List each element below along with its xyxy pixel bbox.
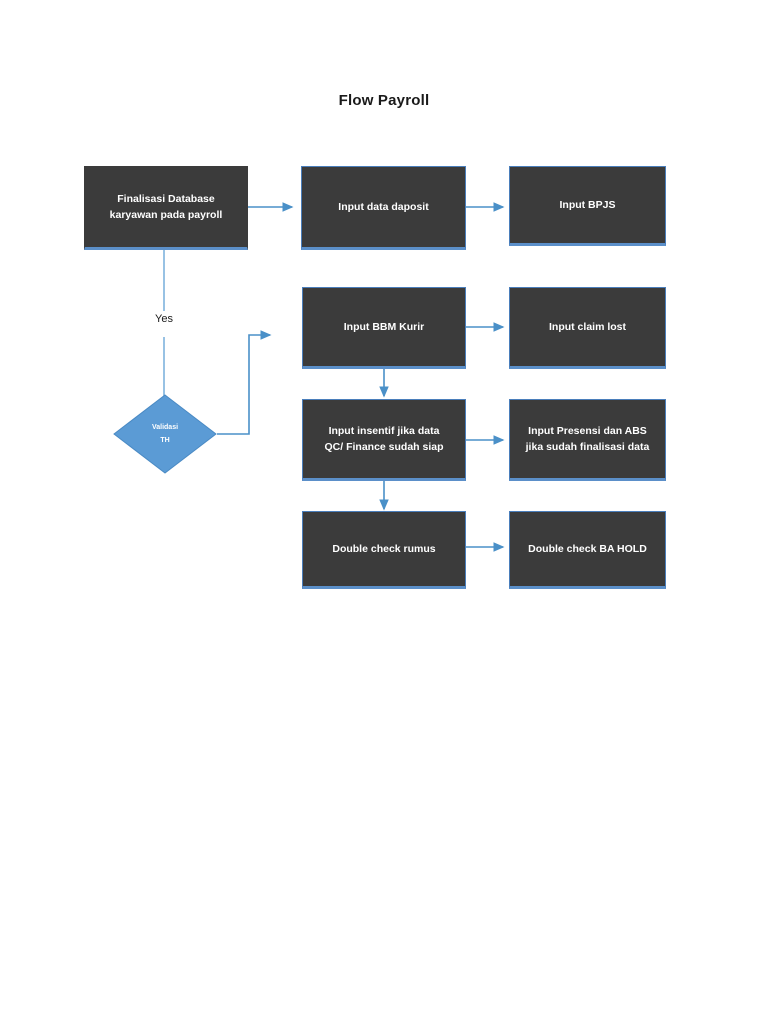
node-label: Input data daposit — [338, 200, 429, 213]
node-label: Finalisasi Database karyawan pada payrol… — [109, 192, 223, 221]
node-label: Input claim lost — [548, 320, 626, 333]
node-finalisasi-database[interactable]: Finalisasi Database karyawan pada payrol… — [84, 166, 248, 250]
node-input-data-daposit[interactable]: Input data daposit — [301, 166, 466, 250]
node-label: Input insentif jika data QC/ Finance sud… — [324, 424, 444, 453]
node-input-claim-lost[interactable]: Input claim lost — [509, 287, 666, 369]
node-label: Double check rumus — [332, 542, 436, 555]
node-input-presensi-abs[interactable]: Input Presensi dan ABS jika sudah finali… — [509, 399, 666, 481]
node-input-bpjs[interactable]: Input BPJS — [509, 166, 666, 246]
page-title: Flow Payroll — [338, 92, 430, 109]
node-label: Input BPJS — [559, 198, 616, 211]
node-double-check-rumus[interactable]: Double check rumus — [302, 511, 466, 589]
node-label: Double check BA HOLD — [528, 542, 647, 555]
edge-validasi-to-bbm — [217, 330, 272, 435]
node-input-bbm-kurir[interactable]: Input BBM Kurir — [302, 287, 466, 369]
edge-label-yes: Yes — [140, 313, 188, 325]
node-label: Input Presensi dan ABS jika sudah finali… — [525, 424, 650, 453]
node-validasi-th[interactable]: Validasi TH — [113, 394, 217, 474]
diamond-shape — [113, 394, 217, 474]
node-input-insentif[interactable]: Input insentif jika data QC/ Finance sud… — [302, 399, 466, 481]
node-label: Input BBM Kurir — [343, 320, 425, 333]
node-double-check-ba-hold[interactable]: Double check BA HOLD — [509, 511, 666, 589]
